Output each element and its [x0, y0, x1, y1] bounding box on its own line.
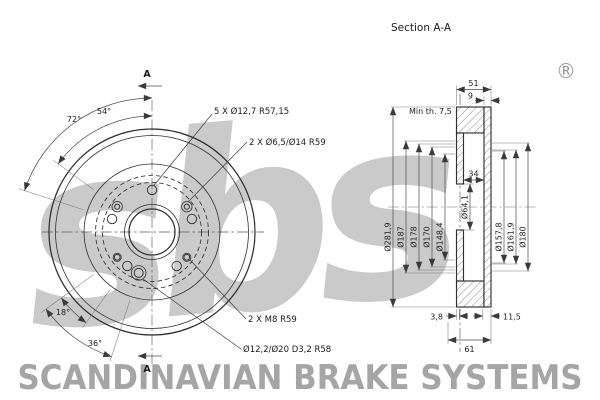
- countersunk-holes: [111, 201, 193, 213]
- dim-label-d281: Ø281,9: [383, 222, 393, 251]
- dim-label-d170: Ø170: [422, 226, 432, 248]
- section-hat-face-top: [455, 132, 465, 185]
- annotation-bolt-holes: 5 X Ø12,7 R57,15: [214, 106, 289, 117]
- countersunk-hole-outer: [181, 201, 193, 213]
- dim-label-d180: Ø180: [518, 226, 528, 248]
- section-letter-top: A: [143, 69, 151, 80]
- thread-hole-outer: [112, 252, 122, 262]
- dim-label-d148: Ø148,4: [435, 222, 445, 251]
- bolt-hole: [122, 260, 133, 272]
- section-letter-bottom: A: [143, 364, 151, 375]
- countersunk-hole-inner: [183, 203, 190, 210]
- section-hat-face-bottom: [455, 229, 465, 282]
- dim-label-d161: Ø161,9: [506, 222, 516, 251]
- left-diameter-dims: [389, 106, 449, 308]
- dim-label-11_5: 11,5: [503, 313, 521, 322]
- thread-hole-inner: [113, 253, 121, 261]
- right-diameter-dims: [500, 142, 532, 272]
- angle-arc-72: [24, 94, 153, 191]
- bore-chamfer-circle: [124, 204, 180, 260]
- threaded-holes: [112, 252, 192, 262]
- dim-label-bore: Ø64,1: [460, 195, 470, 219]
- angle-label-18: 18°: [56, 308, 70, 317]
- center-bore-circle: [128, 208, 176, 256]
- angle-label-72: 72°: [67, 115, 81, 124]
- disc-cross-section: [455, 106, 492, 308]
- extension-lines: [391, 85, 530, 344]
- section-hat-flange-bottom: [455, 280, 485, 308]
- pin-hole: [130, 265, 147, 281]
- thread-hole-inner: [183, 253, 191, 261]
- section-view: 51 9 Min th. 7,5 34 Ø281,9 Ø187 Ø178 Ø17…: [383, 79, 536, 354]
- front-view: 72° 54° 18° 36° A A 5 X Ø12,7 R57,15 2 X…: [18, 69, 331, 375]
- countersunk-hole-outer: [111, 201, 123, 213]
- dim-label-3_8: 3,8: [430, 313, 443, 322]
- pin-hole-inner: [133, 267, 144, 278]
- registered-trademark-icon: ®: [556, 59, 576, 83]
- dim-label-34: 34: [468, 170, 478, 179]
- pin-hole-outer: [130, 265, 147, 281]
- dim-label-9: 9: [468, 92, 473, 101]
- countersunk-hole-inner: [114, 203, 121, 210]
- dim-label-d157: Ø157,8: [494, 222, 504, 251]
- bolt-hole: [106, 213, 118, 225]
- section-friction-ring: [483, 106, 492, 308]
- bolt-hole: [186, 213, 198, 225]
- angle-label-36: 36°: [88, 339, 102, 348]
- section-hat-flange-top: [455, 106, 485, 134]
- min-thickness-label: Min th. 7,5: [409, 107, 452, 116]
- leader-threaded: [189, 259, 247, 320]
- angle-label-54: 54°: [97, 107, 111, 116]
- dim-label-d178: Ø178: [409, 226, 419, 248]
- annotation-threaded: 2 X M8 R59: [248, 315, 297, 325]
- annotation-countersunk: 2 X Ø6,5/Ø14 R59: [249, 137, 326, 148]
- angle-arc-36: [45, 308, 112, 358]
- bolt-hole: [171, 260, 182, 272]
- section-title: Section A-A: [391, 22, 452, 34]
- leader-pin: [142, 278, 242, 350]
- dim-label-d187: Ø187: [396, 226, 406, 248]
- thread-hole-outer: [182, 252, 192, 262]
- footer-watermark: SCANDINAVIAN BRAKE SYSTEMS: [18, 358, 583, 398]
- annotation-pin: Ø12,2/Ø20 D3,2 R58: [243, 344, 331, 355]
- leader-bolt-holes: [153, 113, 213, 187]
- dim-label-61: 61: [464, 345, 474, 354]
- leader-countersunk: [187, 141, 248, 203]
- dim-label-51: 51: [468, 79, 478, 88]
